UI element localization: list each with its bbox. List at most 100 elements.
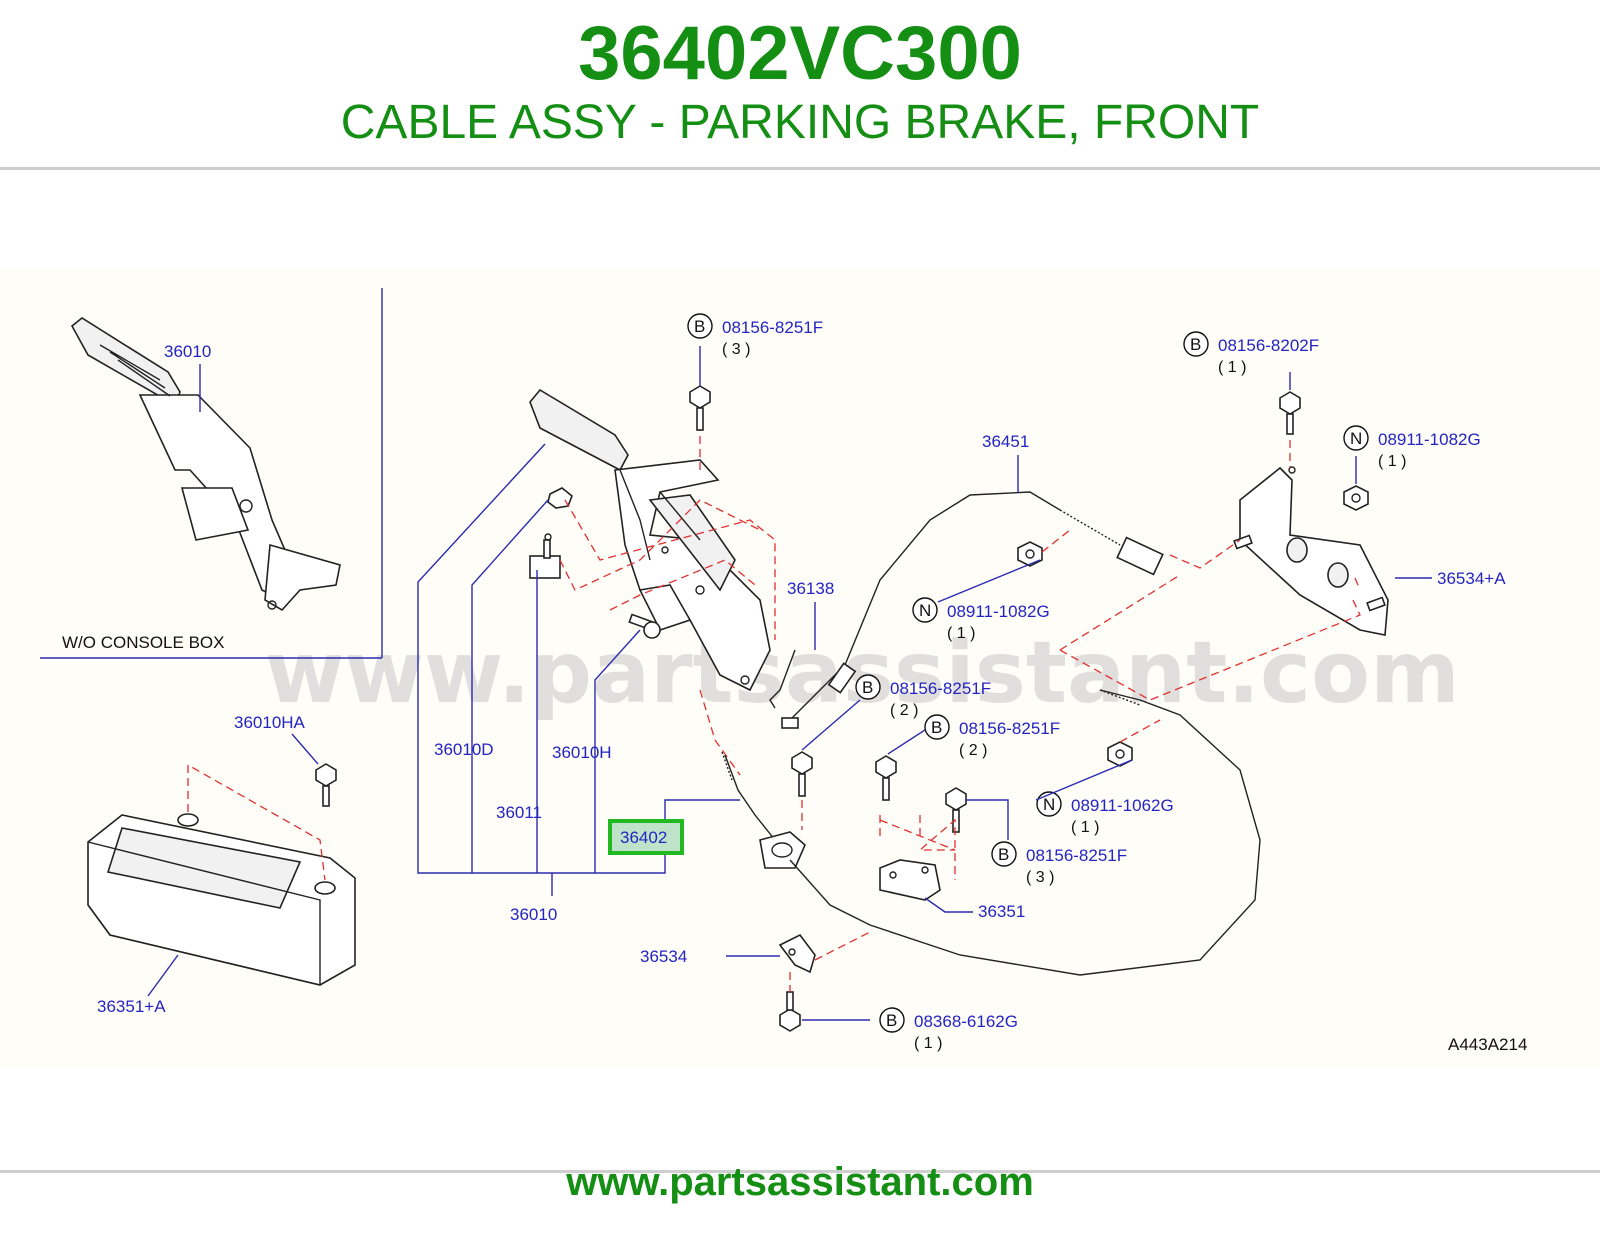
callout-f2[interactable]: B 08156-8202F ( 1 ): [1183, 331, 1319, 376]
leader-36351A: [147, 954, 179, 997]
callout-f8-qty: ( 3 ): [1026, 869, 1054, 886]
leader-f6: [887, 727, 929, 755]
label-36138[interactable]: 36138: [787, 579, 834, 598]
callout-f9-prefix: B: [886, 1011, 897, 1030]
console-box-36351A[interactable]: [87, 813, 356, 986]
label-36010H[interactable]: 36010H: [552, 743, 612, 762]
part-description: CABLE ASSY - PARKING BRAKE, FRONT: [340, 96, 1260, 149]
label-36010HA[interactable]: 36010HA: [234, 713, 306, 732]
footer-url[interactable]: www.partsassistant.com: [566, 1160, 1034, 1204]
dash-lever-1: [564, 499, 776, 640]
callout-f7[interactable]: N 08911-1062G ( 1 ): [1036, 791, 1174, 836]
drawing-code: A443A214: [1448, 1035, 1527, 1054]
callout-f6[interactable]: B 08156-8251F ( 2 ): [924, 714, 1060, 759]
leader-f5: [801, 699, 861, 751]
parking-lever-assembly[interactable]: [529, 388, 771, 692]
highlight-box-36402[interactable]: [608, 819, 684, 855]
callout-f4-qty: ( 1 ): [947, 625, 975, 642]
bolt-top-lever[interactable]: [689, 385, 711, 431]
bolt-36010HA[interactable]: [315, 763, 337, 807]
callout-f8-number: 08156-8251F: [1026, 846, 1127, 865]
callout-f9[interactable]: B 08368-6162G ( 1 ): [879, 1007, 1018, 1052]
switch-36011[interactable]: [529, 533, 561, 579]
callout-f1-number: 08156-8251F: [722, 318, 823, 337]
plate-36351[interactable]: [879, 859, 941, 901]
dash-36351: [879, 815, 956, 880]
part-number-title: 36402VC300: [578, 11, 1022, 96]
label-36010D[interactable]: 36010D: [434, 740, 494, 759]
bolt-bracket-8202F[interactable]: [1279, 391, 1301, 435]
inset-lever-36010[interactable]: [70, 317, 341, 612]
dash-mid-nut: [1041, 529, 1071, 553]
nut-right-1082G[interactable]: [1343, 485, 1369, 511]
callout-f4[interactable]: N 08911-1082G ( 1 ): [912, 597, 1050, 642]
callout-f1[interactable]: B 08156-8251F ( 3 ): [687, 313, 823, 358]
bolt-f6[interactable]: [875, 755, 897, 801]
callout-f5-number: 08156-8251F: [890, 679, 991, 698]
front-cable-36402[interactable]: [721, 751, 806, 869]
callout-f9-qty: ( 1 ): [914, 1035, 942, 1052]
nut-1062G[interactable]: [1107, 741, 1133, 767]
bracket-36534A[interactable]: [1233, 466, 1389, 636]
leader-f7: [1035, 759, 1133, 801]
dash-36534: [814, 931, 871, 961]
leader-group-36010: [417, 443, 740, 896]
bolt-f8[interactable]: [945, 787, 967, 833]
label-36010-inset[interactable]: 36010: [164, 342, 211, 361]
bolt-f9[interactable]: [779, 991, 801, 1032]
nut-mid-1082G[interactable]: [1017, 541, 1043, 567]
leader-36010HA: [291, 733, 319, 765]
callout-f7-qty: ( 1 ): [1071, 819, 1099, 836]
label-36534[interactable]: 36534: [640, 947, 687, 966]
callout-f8-prefix: B: [998, 845, 1009, 864]
label-36351[interactable]: 36351: [978, 902, 1025, 921]
callout-f5-qty: ( 2 ): [890, 702, 918, 719]
callout-f4-number: 08911-1082G: [947, 602, 1050, 621]
callout-f8[interactable]: B 08156-8251F ( 3 ): [991, 841, 1127, 886]
cable-36451[interactable]: [781, 491, 1164, 729]
callout-f9-number: 08368-6162G: [914, 1012, 1018, 1031]
clip-36138[interactable]: [769, 649, 796, 709]
bolt-f5[interactable]: [791, 751, 813, 797]
callout-f1-prefix: B: [694, 317, 705, 336]
watermark-text: www.partsassistant.com: [265, 623, 1460, 723]
dash-bracket-1: [1169, 539, 1241, 569]
callout-f3[interactable]: N 08911-1082G ( 1 ): [1343, 425, 1481, 470]
dash-lever-2: [559, 499, 761, 591]
inset-frame: [40, 288, 383, 659]
label-36402[interactable]: 36402: [620, 828, 667, 847]
leader-36351: [924, 897, 973, 913]
header-divider: [0, 167, 1600, 170]
callout-f3-number: 08911-1082G: [1378, 430, 1481, 449]
label-36351A[interactable]: 36351+A: [97, 997, 166, 1016]
callout-f2-prefix: B: [1190, 335, 1201, 354]
callout-f7-number: 08911-1062G: [1071, 796, 1174, 815]
callout-f6-number: 08156-8251F: [959, 719, 1060, 738]
callout-f2-number: 08156-8202F: [1218, 336, 1319, 355]
label-36010[interactable]: 36010: [510, 905, 557, 924]
callout-f2-qty: ( 1 ): [1218, 359, 1246, 376]
leader-f8: [966, 799, 1009, 840]
leader-f4: [937, 559, 1041, 603]
dash-lever-3: [609, 559, 756, 611]
callout-f5[interactable]: B 08156-8251F ( 2 ): [855, 674, 991, 719]
dash-front-cable: [699, 689, 741, 776]
callout-f6-qty: ( 2 ): [959, 742, 987, 759]
dash-1062G: [1119, 719, 1161, 743]
callout-f3-qty: ( 1 ): [1378, 453, 1406, 470]
callout-f7-prefix: N: [1043, 795, 1055, 814]
label-36451[interactable]: 36451: [982, 432, 1029, 451]
footer-divider: [0, 1170, 1600, 1173]
cable-loop[interactable]: [789, 689, 1261, 976]
bolt-36010H[interactable]: [628, 613, 661, 639]
callout-f5-prefix: B: [862, 678, 873, 697]
dash-bracket-2: [1059, 574, 1361, 701]
inset-caption: W/O CONSOLE BOX: [62, 633, 224, 652]
callout-f6-prefix: B: [931, 718, 942, 737]
label-36011[interactable]: 36011: [496, 803, 542, 822]
bracket-36534[interactable]: [778, 933, 816, 974]
callout-f4-prefix: N: [919, 601, 931, 620]
label-36534A[interactable]: 36534+A: [1437, 569, 1506, 588]
dash-36010HA: [187, 763, 326, 881]
